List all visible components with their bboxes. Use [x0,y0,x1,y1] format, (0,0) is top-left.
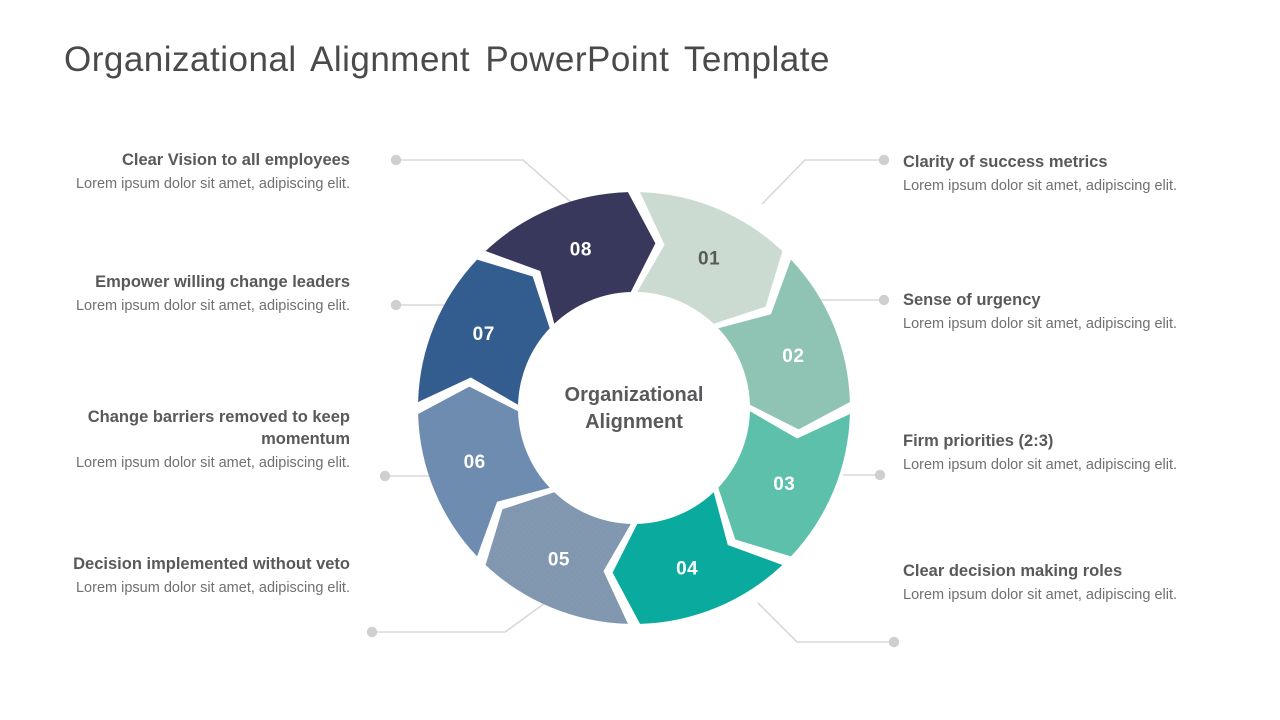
cycle-segment-01[interactable] [637,192,783,324]
callout-01[interactable]: Clear Vision to all employees Lorem ipsu… [50,150,350,194]
connector-line-05 [757,602,894,643]
callout-06[interactable]: Decision implemented without veto Lorem … [50,554,350,598]
callout-05[interactable]: Clear decision making roles Lorem ipsum … [903,561,1203,605]
cycle-segment-04[interactable] [612,492,783,624]
cycle-segment-label-03: 03 [773,474,795,495]
connector-dot-05 [888,636,900,648]
callout-04-title: Firm priorities (2:3) [903,432,1054,450]
callout-05-body: Lorem ipsum dolor sit amet, adipiscing e… [903,586,1178,603]
cycle-segment-label-02: 02 [782,346,804,367]
cycle-segment-label-07: 07 [473,324,495,345]
callout-02-body: Lorem ipsum dolor sit amet, adipiscing e… [903,177,1178,194]
cycle-segment-label-01: 01 [698,249,720,270]
callout-01-title: Clear Vision to all employees [121,151,350,169]
cycle-segment-02[interactable] [718,259,850,430]
callout-06-title: Decision implemented without veto [73,555,350,573]
callout-07-title: Change barriers removed to keep momentum [87,408,350,448]
callout-02[interactable]: Clarity of success metrics Lorem ipsum d… [903,152,1203,196]
callout-04[interactable]: Firm priorities (2:3) Lorem ipsum dolor … [903,431,1203,475]
connector-dot-06 [366,626,378,638]
center-title-line1: Organizational [565,384,704,406]
cycle-segment-03[interactable] [718,411,850,557]
callout-08[interactable]: Empower willing change leaders Lorem ips… [50,272,350,316]
connector-dot-08 [390,299,402,311]
cycle-segment-07[interactable] [418,259,550,405]
connector-line-01 [396,159,575,206]
callout-03[interactable]: Sense of urgency Lorem ipsum dolor sit a… [903,290,1203,334]
cycle-ring: 01 02 03 04 05 06 07 08 [418,192,850,624]
cycle-segment-label-06: 06 [464,452,486,473]
callout-02-title: Clarity of success metrics [903,153,1108,171]
page-title: Organizational Alignment PowerPoint Temp… [64,40,830,79]
cycle-segment-05[interactable] [485,492,631,624]
callout-06-body: Lorem ipsum dolor sit amet, adipiscing e… [75,579,350,596]
callout-05-title: Clear decision making roles [903,562,1123,580]
connector-dot-07 [379,470,391,482]
center-disc [521,295,747,521]
connector-line-02 [761,159,884,205]
cycle-segment-06[interactable] [418,386,550,557]
callout-03-body: Lorem ipsum dolor sit amet, adipiscing e… [903,315,1178,332]
callout-01-body: Lorem ipsum dolor sit amet, adipiscing e… [75,175,350,192]
cycle-segment-label-08: 08 [570,240,592,261]
connector-dot-03 [878,294,890,306]
callout-07[interactable]: Change barriers removed to keep momentum… [50,407,350,473]
connector-dot-01 [390,154,402,166]
cycle-segment-label-05: 05 [548,549,570,570]
callout-03-title: Sense of urgency [903,291,1041,309]
cycle-segment-label-04: 04 [676,558,698,579]
connector-dots [366,154,900,648]
callout-08-body: Lorem ipsum dolor sit amet, adipiscing e… [75,297,350,314]
callout-04-body: Lorem ipsum dolor sit amet, adipiscing e… [903,456,1178,473]
connector-dot-04 [874,469,886,481]
center-title-line2: Alignment [585,411,683,433]
callout-07-body: Lorem ipsum dolor sit amet, adipiscing e… [75,454,350,471]
callout-08-title: Empower willing change leaders [95,273,350,291]
connector-dot-02 [878,154,890,166]
connector-lines [372,159,894,643]
connector-line-06 [372,597,553,633]
cycle-segment-08[interactable] [485,192,656,324]
